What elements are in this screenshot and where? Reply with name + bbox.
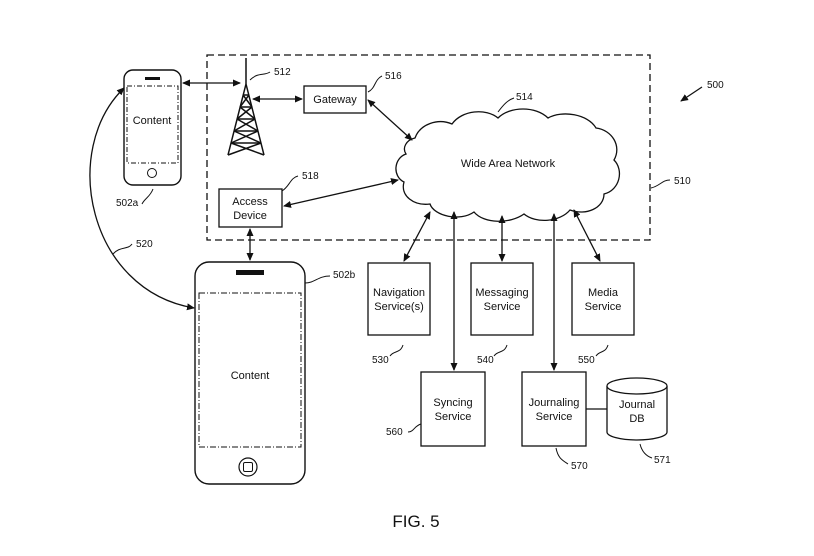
journaling-label-line1: Journaling <box>529 397 580 409</box>
access-device-label-line2: Device <box>233 210 267 222</box>
ref-502b: 502b <box>333 270 356 281</box>
navigation-label-line2: Service(s) <box>374 301 424 313</box>
ref-leader-570 <box>555 447 569 465</box>
arrow-wan-navigation <box>403 211 431 262</box>
ref-512: 512 <box>274 67 291 78</box>
ref-550: 550 <box>578 355 595 366</box>
wan-label: Wide Area Network <box>461 158 556 170</box>
messaging-service-box <box>470 262 534 336</box>
ref-leader-510 <box>650 179 671 189</box>
ref-518: 518 <box>302 171 319 182</box>
ref-560: 560 <box>386 427 403 438</box>
ref-520: 520 <box>136 239 153 250</box>
arrow-access-wan <box>283 178 399 208</box>
cell-tower-icon <box>227 58 265 156</box>
ref-500: 500 <box>707 80 724 91</box>
journaling-label-line2: Service <box>536 411 573 423</box>
small-phone: Content <box>123 69 182 186</box>
ref-leader-516 <box>367 75 383 93</box>
gateway-label: Gateway <box>313 94 357 106</box>
figure-caption: FIG. 5 <box>392 512 439 531</box>
ref-leader-502a <box>141 188 154 205</box>
media-label-line1: Media <box>588 287 619 299</box>
access-device-box <box>218 188 283 228</box>
large-phone-content-label: Content <box>231 370 270 382</box>
arrow-gateway-wan <box>367 99 413 141</box>
journaling-service-box <box>521 371 587 447</box>
media-label-line2: Service <box>585 301 622 313</box>
arrow-wan-media <box>573 209 601 262</box>
ref-leader-530 <box>389 344 404 357</box>
navigation-service-box <box>367 262 431 336</box>
ref-571: 571 <box>654 455 671 466</box>
ref-510: 510 <box>674 176 691 187</box>
ref-530: 530 <box>372 355 389 366</box>
gateway-box <box>303 85 367 114</box>
ref-leader-520 <box>112 243 133 255</box>
ref-514: 514 <box>516 92 533 103</box>
ref-leader-571 <box>639 443 653 459</box>
ref-570: 570 <box>571 461 588 472</box>
journal-db-label-line1: Journal <box>619 399 655 411</box>
media-service-box <box>571 262 635 336</box>
small-phone-content-label: Content <box>133 115 172 127</box>
journal-db-label-line2: DB <box>629 413 644 425</box>
ref-516: 516 <box>385 71 402 82</box>
ref-540: 540 <box>477 355 494 366</box>
large-phone: Content <box>194 261 306 485</box>
navigation-label-line1: Navigation <box>373 287 425 299</box>
syncing-label-line2: Service <box>435 411 472 423</box>
access-device-label-line1: Access <box>232 196 268 208</box>
ref-leader-514 <box>497 97 515 113</box>
ref-leader-550 <box>595 344 609 357</box>
ref-leader-512 <box>249 71 271 81</box>
syncing-service-box <box>420 371 486 447</box>
messaging-label-line1: Messaging <box>475 287 528 299</box>
arrow-device-link <box>89 87 195 311</box>
messaging-label-line2: Service <box>484 301 521 313</box>
ref-leader-502b <box>304 275 331 284</box>
journal-db-cylinder: Journal DB <box>606 377 668 441</box>
ref-leader-518 <box>281 175 299 192</box>
syncing-label-line1: Syncing <box>433 397 472 409</box>
ref-leader-540 <box>493 344 508 357</box>
ref-500-arrow <box>680 86 703 102</box>
ref-leader-560 <box>407 423 422 433</box>
ref-502a: 502a <box>116 198 139 209</box>
